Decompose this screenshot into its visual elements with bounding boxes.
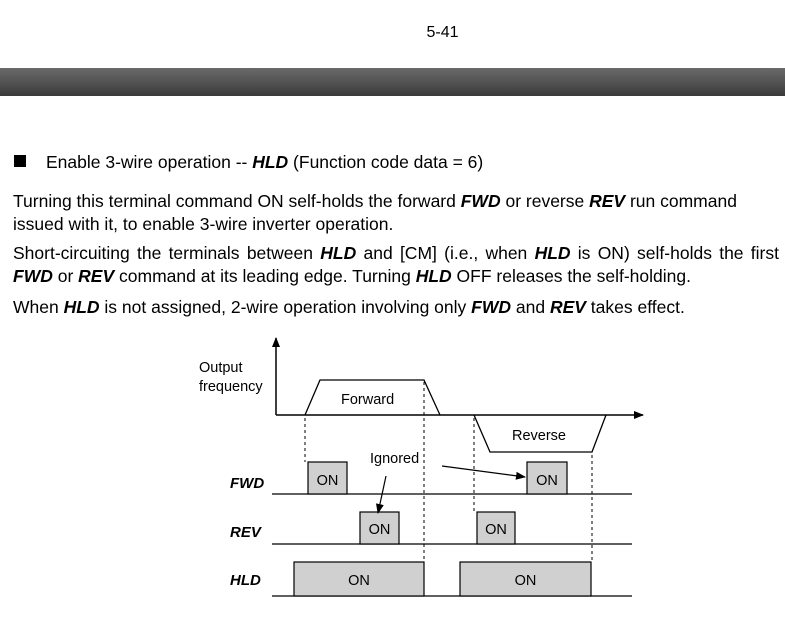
rev-pulse-2-label: ON [485, 522, 507, 538]
p3-text-3: and [511, 297, 550, 317]
ignored-arrow-right [441, 465, 526, 480]
p3-text-1: When [13, 297, 64, 317]
p2-text-3: is ON) self-holds the first [570, 243, 779, 263]
heading-text-pre: Enable 3-wire operation -- [46, 152, 253, 172]
header-bar [0, 68, 785, 96]
p3-text-4: takes effect. [585, 297, 685, 317]
fwd-pulse-2-label: ON [536, 473, 558, 489]
p3-rev: REV [549, 297, 586, 317]
output-label-line2: frequency [199, 379, 263, 395]
p2-hld-3: HLD [415, 266, 452, 286]
p1-text-2: or reverse [500, 191, 590, 211]
rev-pulse-1-label: ON [369, 522, 391, 538]
p3-text-2: is not assigned, 2-wire operation involv… [99, 297, 472, 317]
fwd-signal-label: FWD [230, 475, 264, 492]
forward-frequency-trace [304, 379, 441, 416]
p2-hld-2: HLD [534, 243, 571, 263]
p2-fwd: FWD [13, 266, 53, 286]
page-number: 5-41 [426, 24, 459, 41]
p2-text-5: command at its leading edge. Turning [114, 266, 416, 286]
p2-text-4: or [52, 266, 79, 286]
section-heading: Enable 3-wire operation -- HLD (Function… [14, 152, 483, 173]
p1-text-3: run command issued with it, to enable 3-… [13, 191, 737, 234]
reverse-label: Reverse [512, 428, 566, 444]
p3-hld: HLD [63, 297, 100, 317]
fwd-pulse-1-label: ON [317, 473, 339, 489]
fwd-pulse-1 [307, 461, 348, 495]
ignored-label: Ignored [370, 451, 419, 467]
timing-guides [304, 382, 593, 562]
p2-text-2: and [CM] (i.e., when [356, 243, 535, 263]
forward-label: Forward [341, 392, 394, 408]
hld-pulse-1 [293, 561, 425, 597]
square-bullet-icon [14, 155, 26, 167]
p2-hld-1: HLD [320, 243, 357, 263]
ignored-arrow-down [375, 475, 387, 514]
paragraph-3: When HLD is not assigned, 2-wire operati… [13, 296, 779, 319]
paragraph-1: Turning this terminal command ON self-ho… [13, 190, 779, 236]
hld-pulse-2 [459, 561, 592, 597]
fwd-pulse-2 [526, 461, 568, 495]
rev-signal-label: REV [230, 524, 263, 541]
paragraph-2: Short-circuiting the terminals between H… [13, 242, 779, 288]
hld-pulse-2-label: ON [515, 573, 537, 589]
p1-rev: REV [589, 191, 626, 211]
heading-code: HLD [252, 152, 289, 172]
heading-text-post: (Function code data = 6) [288, 152, 484, 172]
p1-fwd: FWD [460, 191, 501, 211]
rev-pulse-2 [476, 511, 516, 545]
p2-rev: REV [78, 266, 115, 286]
p3-fwd: FWD [471, 297, 511, 317]
hld-pulse-1-label: ON [348, 573, 370, 589]
hld-signal-label: HLD [230, 572, 261, 589]
p2-text-1: Short-circuiting the terminals between [13, 243, 321, 263]
p1-text-1: Turning this terminal command ON self-ho… [13, 191, 461, 211]
reverse-frequency-trace [473, 414, 607, 453]
p2-text-6: OFF releases the self-holding. [451, 266, 691, 286]
rev-pulse-1 [359, 511, 400, 545]
output-label-line1: Output [199, 360, 243, 376]
